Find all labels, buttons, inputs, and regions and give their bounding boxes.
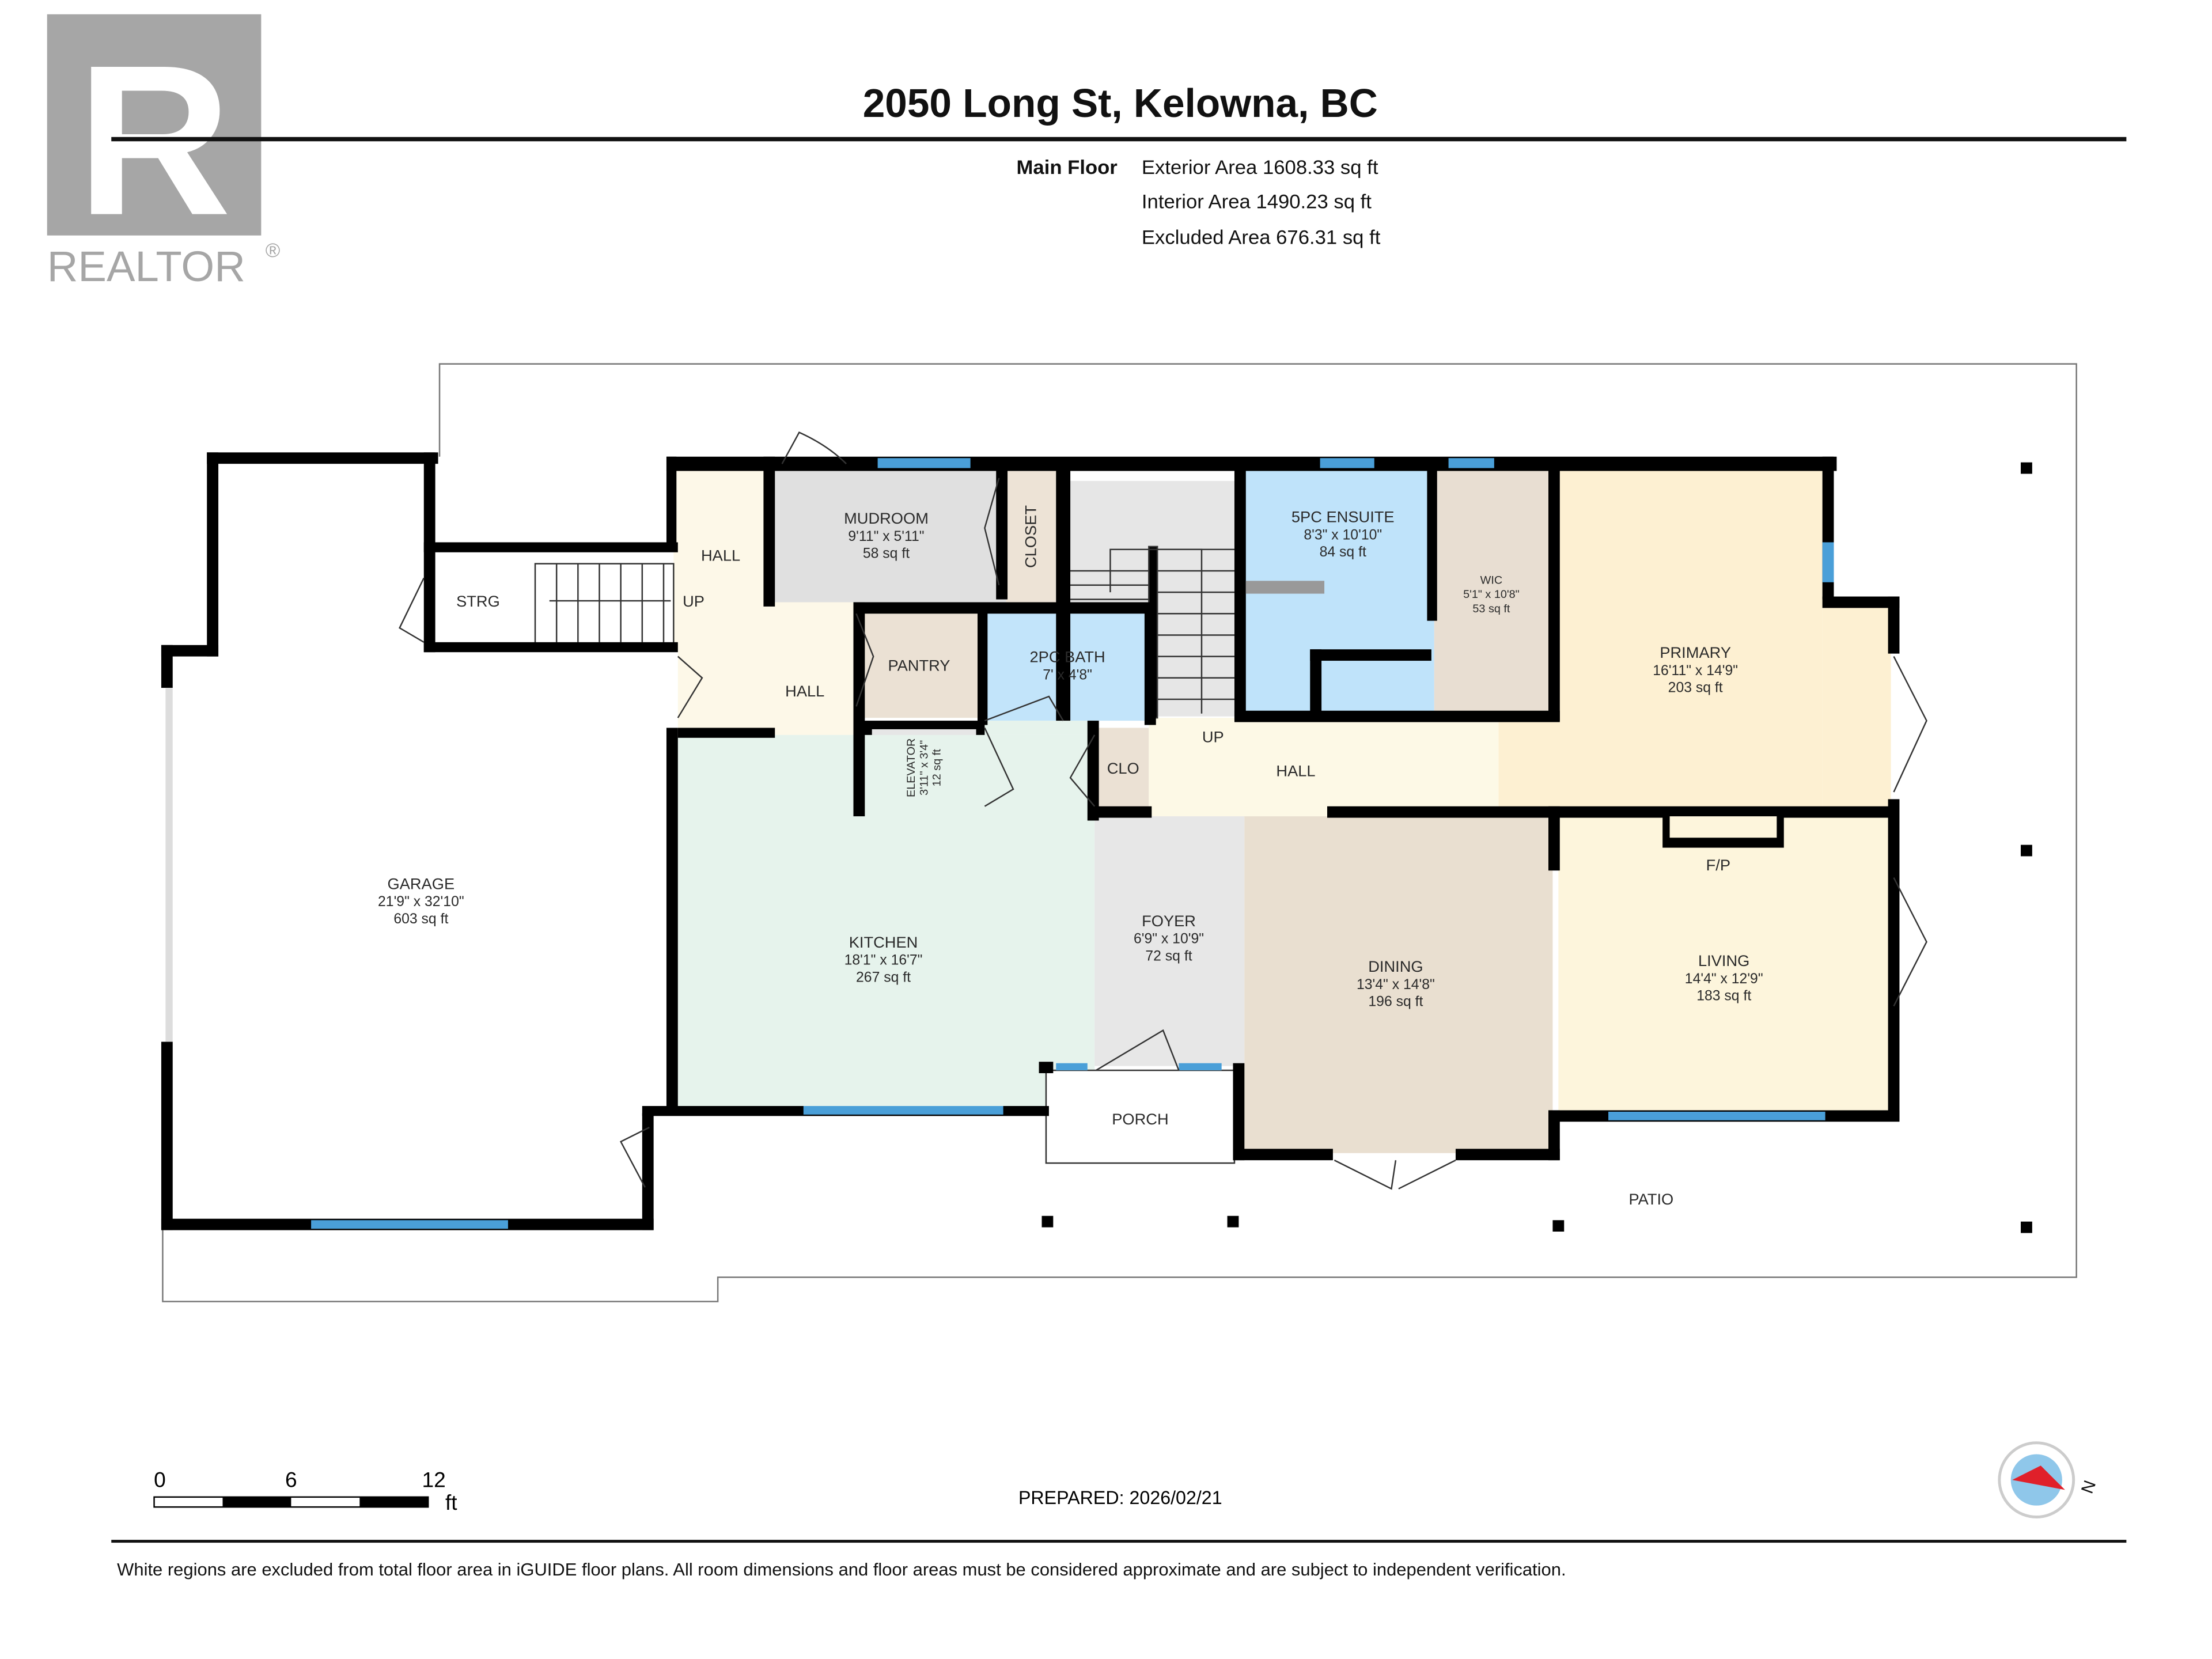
room-2pc-bath: 2PC BATH 7' x 4'8" (1029, 648, 1105, 683)
svg-text:84 sq ft: 84 sq ft (1320, 544, 1366, 560)
svg-text:ELEVATOR: ELEVATOR (905, 738, 918, 797)
post-markers (1041, 462, 2032, 1233)
svg-text:203 sq ft: 203 sq ft (1668, 680, 1723, 696)
label-hall: HALL (1276, 762, 1315, 780)
label-closet: CLOSET (1022, 505, 1040, 568)
svg-text:3'11" x 3'4": 3'11" x 3'4" (918, 740, 930, 796)
svg-text:5PC ENSUITE: 5PC ENSUITE (1291, 508, 1395, 526)
room-mudroom: MUDROOM 9'11" x 5'11" 58 sq ft (844, 509, 929, 561)
windows (165, 458, 1834, 1229)
svg-text:53 sq ft: 53 sq ft (1472, 603, 1510, 615)
page-title: 2050 Long St, Kelowna, BC (863, 81, 1378, 126)
label-hall: HALL (701, 547, 740, 565)
room-garage: GARAGE 21'9" x 32'10" 603 sq ft (378, 874, 464, 926)
svg-text:267 sq ft: 267 sq ft (856, 969, 911, 985)
svg-text:MUDROOM: MUDROOM (844, 509, 929, 527)
svg-text:6: 6 (285, 1467, 297, 1491)
room-primary: PRIMARY 16'11" x 14'9" 203 sq ft (1653, 643, 1738, 695)
north-compass-icon: N (1998, 1441, 2100, 1518)
room-5pc-ensuite: 5PC ENSUITE 8'3" x 10'10" 84 sq ft (1291, 508, 1395, 560)
disclaimer: White regions are excluded from total fl… (117, 1559, 1566, 1580)
room-fills (673, 464, 1894, 1164)
label-fireplace: F/P (1706, 856, 1730, 874)
svg-text:58 sq ft: 58 sq ft (863, 546, 910, 562)
svg-text:®: ® (266, 240, 281, 262)
svg-text:6'9" x 10'9": 6'9" x 10'9" (1134, 931, 1204, 947)
svg-text:WIC: WIC (1480, 574, 1502, 586)
svg-text:603 sq ft: 603 sq ft (393, 911, 448, 927)
realtor-logo: R REALTOR ® (47, 14, 281, 290)
svg-text:DINING: DINING (1368, 957, 1423, 975)
label-porch: PORCH (1112, 1110, 1168, 1128)
interior-area: Interior Area 1490.23 sq ft (1142, 191, 1372, 213)
room-dining: DINING 13'4" x 14'8" 196 sq ft (1357, 957, 1435, 1009)
label-patio: PATIO (1629, 1190, 1674, 1208)
svg-text:2PC BATH: 2PC BATH (1029, 648, 1105, 666)
svg-text:21'9" x 32'10": 21'9" x 32'10" (378, 894, 464, 910)
excluded-outline (162, 363, 2077, 1302)
svg-text:12: 12 (422, 1467, 445, 1491)
svg-text:LIVING: LIVING (1698, 952, 1749, 969)
room-foyer: FOYER 6'9" x 10'9" 72 sq ft (1134, 912, 1204, 964)
svg-text:GARAGE: GARAGE (388, 874, 455, 892)
svg-text:5'1" x 10'8": 5'1" x 10'8" (1463, 588, 1520, 601)
header-divider (111, 137, 2127, 142)
room-living: LIVING 14'4" x 12'9" 183 sq ft (1685, 952, 1763, 1003)
svg-text:18'1" x 16'7": 18'1" x 16'7" (844, 953, 923, 968)
prepared-date: PREPARED: 2026/02/21 (1018, 1487, 1222, 1508)
svg-text:9'11" x 5'11": 9'11" x 5'11" (848, 529, 924, 544)
svg-text:KITCHEN: KITCHEN (849, 933, 918, 951)
room-wic: WIC 5'1" x 10'8" 53 sq ft (1463, 574, 1520, 615)
label-strg: STRG (456, 592, 500, 610)
label-clo: CLO (1107, 759, 1139, 777)
svg-text:16'11" x 14'9": 16'11" x 14'9" (1653, 663, 1738, 679)
label-hall: HALL (785, 682, 824, 700)
label-up: UP (1202, 728, 1224, 745)
doors (399, 431, 1927, 1190)
svg-text:0: 0 (154, 1467, 166, 1491)
svg-text:ft: ft (445, 1490, 457, 1514)
svg-text:7' x 4'8": 7' x 4'8" (1043, 667, 1092, 683)
svg-text:196 sq ft: 196 sq ft (1368, 994, 1423, 1010)
svg-text:PRIMARY: PRIMARY (1660, 643, 1731, 661)
staircase (534, 546, 1234, 719)
label-up: UP (683, 592, 704, 610)
room-elevator: ELEVATOR 3'11" x 3'4" 12 sq ft (905, 738, 944, 797)
room-kitchen: KITCHEN 18'1" x 16'7" 267 sq ft (844, 933, 923, 985)
svg-text:72 sq ft: 72 sq ft (1145, 948, 1192, 964)
svg-text:N: N (2078, 1478, 2100, 1496)
svg-text:REALTOR: REALTOR (47, 243, 245, 290)
footer-divider (111, 1540, 2127, 1543)
svg-text:14'4" x 12'9": 14'4" x 12'9" (1685, 971, 1763, 987)
svg-text:12 sq ft: 12 sq ft (931, 749, 944, 786)
scale-bar: 0 6 12 ft (153, 1467, 457, 1514)
excluded-area: Excluded Area 676.31 sq ft (1142, 227, 1381, 249)
svg-text:8'3" x 10'10": 8'3" x 10'10" (1304, 527, 1382, 543)
svg-text:183 sq ft: 183 sq ft (1696, 988, 1751, 1004)
floor-label: Main Floor (1017, 157, 1118, 179)
svg-text:FOYER: FOYER (1142, 912, 1196, 930)
svg-text:13'4" x 14'8": 13'4" x 14'8" (1357, 977, 1435, 993)
label-pantry: PANTRY (888, 656, 950, 674)
exterior-area: Exterior Area 1608.33 sq ft (1142, 157, 1378, 179)
